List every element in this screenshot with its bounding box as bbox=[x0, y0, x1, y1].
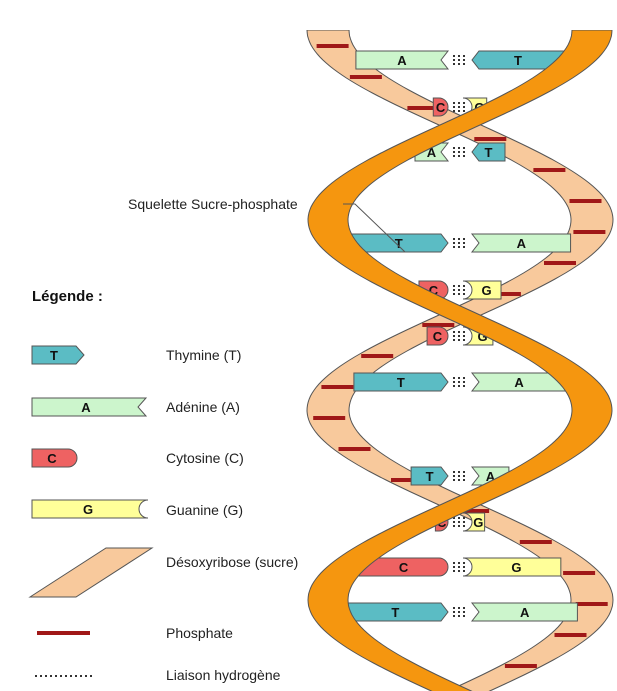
legend-thymine-icon: T bbox=[31, 345, 85, 365]
legend-label-sugar: Désoxyribose (sucre) bbox=[166, 554, 299, 570]
base-shape bbox=[410, 466, 449, 486]
base-letter: C bbox=[436, 100, 446, 115]
base-letter: C bbox=[433, 329, 443, 344]
backbone-strand-front bbox=[307, 30, 613, 691]
base-letter: C bbox=[399, 560, 409, 575]
legend-cytosine-letter: C bbox=[47, 451, 57, 466]
base-letter: C bbox=[429, 283, 439, 298]
base-letter: T bbox=[485, 145, 493, 160]
backbone-band bbox=[307, 30, 613, 691]
sugar-strand-band bbox=[306, 30, 614, 691]
base-letter: A bbox=[397, 53, 407, 68]
base-letter: G bbox=[473, 515, 483, 530]
legend-label-cytosine: Cytosine (C) bbox=[166, 450, 244, 466]
callout-label: Squelette Sucre-phosphate bbox=[128, 196, 298, 212]
base-letter: T bbox=[391, 605, 399, 620]
base-shape bbox=[471, 142, 506, 162]
legend-icons: T A C G bbox=[28, 345, 154, 677]
legend-label-guanine: Guanine (G) bbox=[166, 502, 244, 518]
base-letter: G bbox=[511, 560, 521, 575]
legend-adenine-icon: A bbox=[31, 397, 148, 417]
legend-sugar-icon bbox=[28, 547, 154, 598]
base-shape bbox=[353, 372, 449, 392]
legend-guanine-letter: G bbox=[83, 502, 93, 517]
base-letter: T bbox=[395, 236, 403, 251]
legend-adenine-letter: A bbox=[81, 400, 91, 415]
legend-label-phosphate: Phosphate bbox=[166, 625, 233, 641]
legend-label-adenine: Adénine (A) bbox=[166, 399, 240, 415]
base-letter: A bbox=[486, 469, 496, 484]
base-letter: T bbox=[426, 469, 434, 484]
base-shape bbox=[462, 557, 562, 577]
base-pairs: ATCGATTACGCGTATACGCGTA bbox=[342, 50, 578, 622]
base-letter: G bbox=[481, 283, 491, 298]
base-shape bbox=[470, 233, 572, 253]
legend-thymine-letter: T bbox=[50, 348, 58, 363]
base-letter: T bbox=[397, 375, 405, 390]
legend-cytosine-icon: C bbox=[31, 448, 78, 468]
base-shape bbox=[462, 280, 502, 300]
base-letter: A bbox=[517, 236, 527, 251]
callout-leader-line bbox=[343, 203, 406, 253]
base-letter: A bbox=[427, 145, 437, 160]
sugar-strand-back bbox=[306, 30, 614, 691]
base-letter: A bbox=[514, 375, 524, 390]
base-shape bbox=[462, 512, 486, 532]
base-letter: G bbox=[477, 329, 487, 344]
base-shape bbox=[470, 602, 578, 622]
base-letter: A bbox=[520, 605, 530, 620]
base-shape bbox=[358, 557, 449, 577]
base-shape bbox=[426, 326, 449, 346]
legend-guanine-icon: G bbox=[31, 499, 149, 519]
base-shape bbox=[432, 97, 449, 117]
base-shape bbox=[355, 50, 450, 70]
legend-label-hbond: Liaison hydrogène bbox=[166, 667, 281, 683]
legend-label-thymine: Thymine (T) bbox=[166, 347, 242, 363]
base-letter: T bbox=[514, 53, 522, 68]
legend-title: Légende : bbox=[32, 288, 103, 305]
